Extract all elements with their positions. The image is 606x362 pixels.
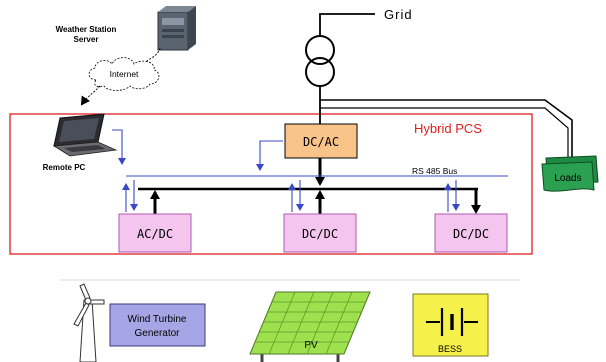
pc-comm-link <box>112 129 126 165</box>
remote-pc-label: Remote PC <box>43 163 86 172</box>
cloud-to-pc-link <box>80 85 101 106</box>
acdc-box <box>118 213 192 253</box>
laptop-icon <box>52 113 118 157</box>
loads-icon <box>541 155 599 192</box>
solar-panel-icon <box>249 291 371 362</box>
cloud-icon <box>88 57 160 91</box>
dcac-comm-link <box>256 140 283 171</box>
pv-label: PV <box>304 340 318 351</box>
battery-icon <box>426 308 478 336</box>
dcdc-bess-box <box>434 213 508 253</box>
weather-server-label: Weather Station <box>56 25 117 34</box>
server-icon <box>157 6 196 51</box>
bess-label: BESS <box>438 344 462 354</box>
wind-label-2: Generator <box>134 328 180 339</box>
grid-label: Grid <box>384 7 413 22</box>
hybrid-pcs-boundary <box>9 113 533 255</box>
grid-line <box>319 13 375 36</box>
transformer-icon <box>305 35 335 87</box>
hybrid-pcs-label: Hybrid PCS <box>414 121 482 136</box>
rs485-label: RS 485 Bus <box>412 166 457 176</box>
dcdc-bess-label: DC/DC <box>453 227 489 241</box>
internet-label: Internet <box>110 69 139 79</box>
dcdc-pv-box <box>283 213 357 253</box>
dcac-label: DC/AC <box>303 135 339 149</box>
acdc-label: AC/DC <box>137 227 173 241</box>
ac-bus-to-loads <box>320 99 573 168</box>
ac-bus-to-loads-2 <box>320 107 569 166</box>
dcdc-pv-label: DC/DC <box>302 227 338 241</box>
server-to-cloud-link <box>145 47 161 63</box>
weather-server-label-2: Server <box>74 35 99 44</box>
wind-label: Wind Turbine <box>128 314 187 325</box>
wind-generator-box <box>109 303 206 347</box>
wind-turbine-icon <box>73 283 105 362</box>
loads-label: Loads <box>554 173 581 184</box>
